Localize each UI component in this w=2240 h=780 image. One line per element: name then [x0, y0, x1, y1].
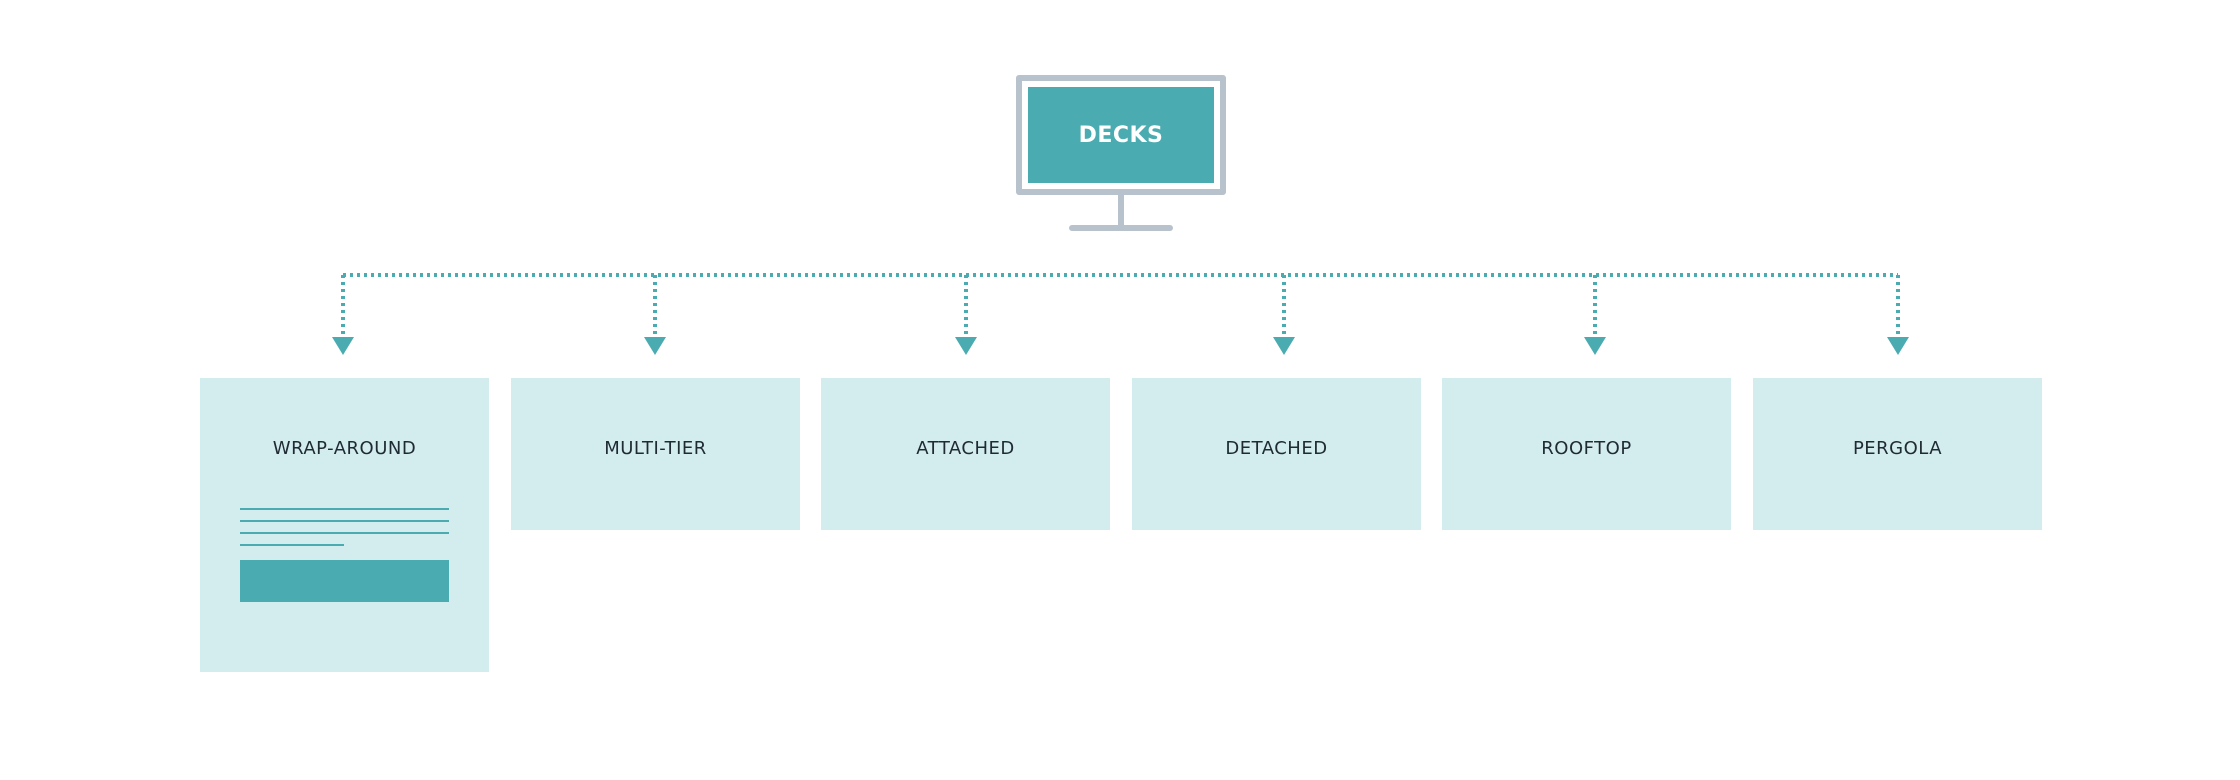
child-node-rooftop[interactable]: ROOFTOP	[1442, 378, 1731, 530]
arrow-down-icon	[1584, 337, 1606, 355]
monitor-stand-neck	[1118, 195, 1124, 227]
text-line-placeholder	[240, 532, 449, 534]
root-node[interactable]: DECKS	[1028, 87, 1214, 183]
root-node-title: DECKS	[1078, 122, 1164, 148]
arrow-down-icon	[644, 337, 666, 355]
child-node-pergola[interactable]: PERGOLA	[1753, 378, 2042, 530]
arrow-down-icon	[955, 337, 977, 355]
child-node-label: ATTACHED	[916, 438, 1015, 459]
text-line-placeholder	[240, 544, 344, 546]
child-node-label: PERGOLA	[1852, 438, 1943, 459]
child-node-label: WRAP-AROUND	[272, 438, 417, 459]
monitor-frame: DECKS	[1016, 75, 1226, 195]
monitor-stand-base	[1069, 225, 1173, 231]
child-node-attached[interactable]: ATTACHED	[821, 378, 1110, 530]
arrow-down-icon	[1887, 337, 1909, 355]
text-line-placeholder	[240, 508, 449, 510]
child-node-wrap-around[interactable]: WRAP-AROUND	[200, 378, 489, 672]
child-node-label: ROOFTOP	[1541, 438, 1632, 459]
text-line-placeholder	[240, 520, 449, 522]
arrow-down-icon	[1273, 337, 1295, 355]
arrow-down-icon	[332, 337, 354, 355]
content-block-placeholder	[240, 560, 449, 602]
child-node-label: MULTI-TIER	[604, 438, 707, 459]
monitor-icon: DECKS	[1016, 75, 1226, 235]
child-node-detached[interactable]: DETACHED	[1132, 378, 1421, 530]
child-node-label: DETACHED	[1225, 438, 1328, 459]
child-node-multi-tier[interactable]: MULTI-TIER	[511, 378, 800, 530]
